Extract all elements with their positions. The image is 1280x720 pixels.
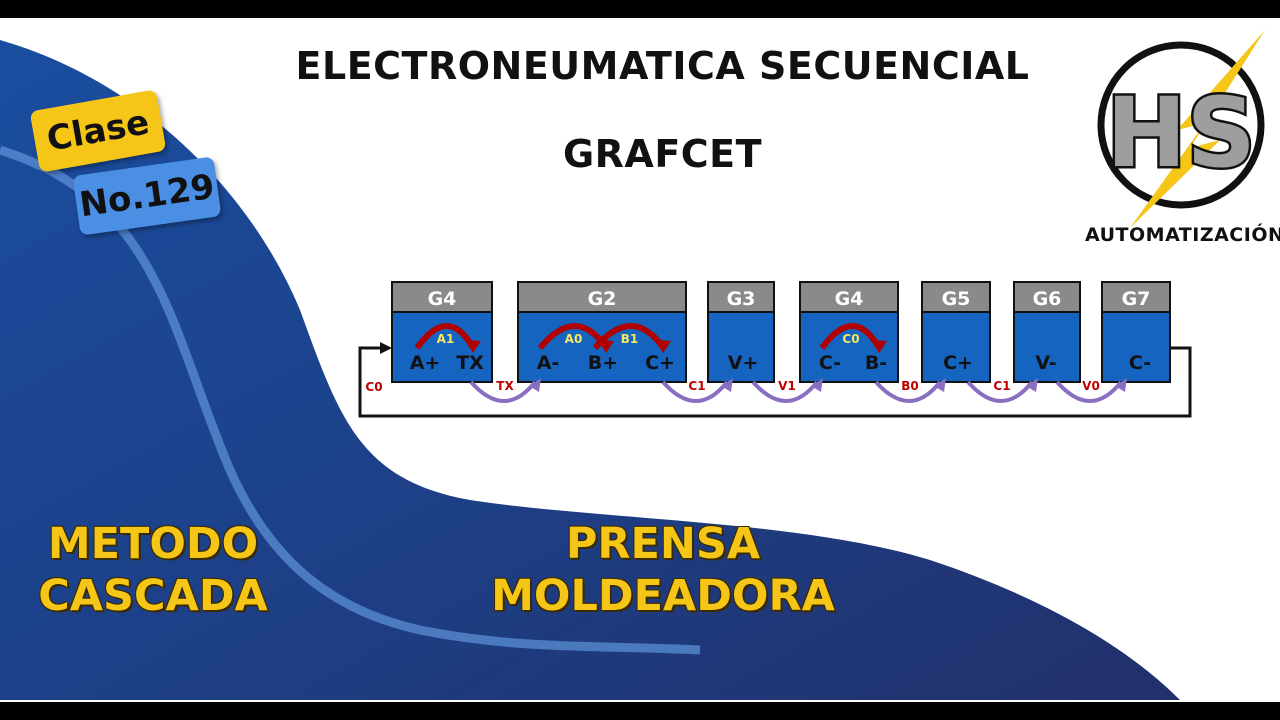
transition-arrowhead — [721, 378, 733, 392]
sequence-arrowhead — [465, 340, 481, 353]
action-label: C+ — [943, 352, 973, 374]
transition-arrowhead — [934, 378, 946, 392]
transition-label: C1 — [993, 379, 1010, 393]
brand-logo: HS AUTOMATIZACIÓN — [1085, 28, 1280, 250]
action-label: V+ — [728, 352, 759, 374]
transition-label: B0 — [901, 379, 919, 393]
action-label: B- — [865, 352, 887, 374]
transition-arrow — [751, 380, 819, 403]
group-header — [799, 281, 899, 313]
group-header — [707, 281, 775, 313]
action-label: C- — [1129, 352, 1151, 374]
page-subtitle: GRAFCET — [562, 132, 763, 176]
group-box — [921, 311, 991, 383]
logo-initials: HS — [1106, 77, 1255, 189]
lightning-icon — [1130, 30, 1265, 228]
group-label: G4 — [428, 288, 457, 310]
group-header — [921, 281, 991, 313]
transition-arrow — [469, 380, 537, 403]
transition-arrow — [966, 380, 1034, 403]
action-label: B+ — [588, 352, 618, 374]
action-label: C+ — [645, 352, 675, 374]
return-condition-label: C0 — [365, 380, 382, 394]
group-label: G3 — [727, 288, 756, 310]
feedback-line — [358, 346, 1192, 418]
machine-line2: MOLDEADORA — [491, 571, 835, 622]
logo-caption: AUTOMATIZACIÓN — [1085, 224, 1280, 246]
group-label: G6 — [1033, 288, 1062, 310]
page-title: ELECTRONEUMATICA SECUENCIAL — [295, 44, 1030, 88]
method-line2: CASCADA — [38, 571, 268, 622]
group-label: G2 — [588, 288, 617, 310]
action-label: C- — [819, 352, 841, 374]
group-box — [707, 311, 775, 383]
transition-arrowhead — [1115, 378, 1127, 392]
method-line1: METODO — [47, 519, 259, 569]
group-box — [517, 311, 687, 383]
transition-label: V1 — [778, 379, 796, 393]
machine-label: PRENSA MOLDEADORA — [480, 518, 846, 623]
sequence-arrow — [592, 323, 665, 350]
transition-arrowhead — [529, 378, 541, 392]
signal-label: A1 — [437, 332, 455, 346]
transition-arrowhead — [1026, 378, 1038, 392]
signal-label: A0 — [565, 332, 583, 346]
bottom-letterbox — [0, 702, 1280, 720]
action-label: A- — [537, 352, 560, 374]
feedback-arrowhead — [380, 342, 392, 354]
signal-label: C0 — [842, 332, 859, 346]
transition-label: TX — [496, 379, 514, 393]
transition-label: C1 — [688, 379, 705, 393]
method-label: METODO CASCADA — [18, 518, 288, 623]
sequence-arrow — [819, 323, 881, 350]
sequence-arrowhead — [871, 340, 887, 353]
group-header — [1101, 281, 1171, 313]
group-box — [1013, 311, 1081, 383]
transition-label: V0 — [1082, 379, 1100, 393]
group-label: G4 — [835, 288, 864, 310]
action-label: V- — [1035, 352, 1056, 374]
group-box — [1101, 311, 1171, 383]
group-label: G7 — [1122, 288, 1151, 310]
sequence-arrow — [537, 323, 608, 350]
sequence-arrow — [414, 323, 475, 350]
signal-label: B1 — [621, 332, 639, 346]
transition-arrowhead — [811, 378, 823, 392]
transition-arrow — [874, 380, 942, 403]
transition-arrow — [1055, 380, 1123, 403]
action-label: TX — [456, 352, 484, 374]
action-label: A+ — [410, 352, 441, 374]
sequence-arrowhead — [655, 340, 671, 353]
machine-line1: PRENSA — [565, 519, 761, 569]
top-letterbox — [0, 0, 1280, 18]
transition-arrow — [661, 380, 729, 403]
group-label: G5 — [942, 288, 971, 310]
